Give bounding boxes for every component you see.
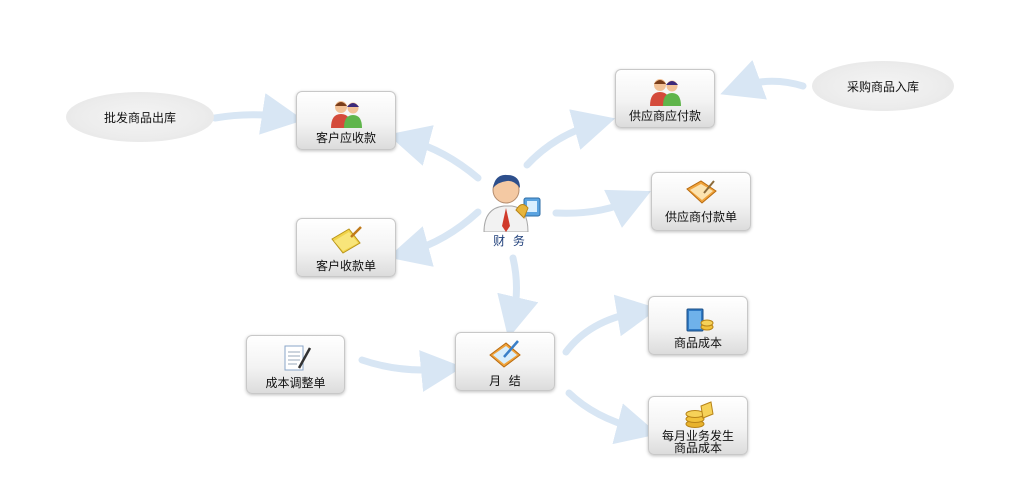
wholesale-out-node[interactable]: 批发商品出库: [66, 92, 214, 142]
goods-cost-label: 商品成本: [673, 336, 722, 350]
arrow-finance-to-payment: [552, 189, 652, 228]
monthly-cost-node[interactable]: 每月业务发生 商品成本: [648, 396, 748, 455]
arrow-finance-to-receipt: [387, 208, 482, 267]
arrow-wholesale-to-receivable: [211, 93, 304, 135]
document-pen-icon: [284, 345, 311, 371]
customers-icon: [331, 101, 362, 128]
supplier-payable-node[interactable]: 供应商应付款: [615, 69, 715, 128]
payment-book-icon: [686, 180, 717, 204]
customer-receipt-label: 客户收款单: [315, 259, 376, 273]
arrow-costadjust-to-monthend: [358, 350, 463, 392]
monthly-cost-label-line1: 每月业务发生: [661, 429, 734, 443]
cost-adjust-node[interactable]: 成本调整单: [246, 335, 345, 394]
cost-adjust-label: 成本调整单: [265, 376, 326, 390]
supplier-payable-label: 供应商应付款: [628, 109, 701, 123]
arrow-finance-to-payable: [523, 109, 616, 169]
supplier-payment-label: 供应商付款单: [664, 210, 737, 224]
purchase-in-label: 采购商品入库: [846, 79, 919, 94]
month-end-node[interactable]: 月 结: [455, 332, 555, 391]
customer-receivable-label: 客户应收款: [315, 131, 376, 145]
arrow-finance-to-receivable: [387, 125, 482, 182]
wholesale-out-label: 批发商品出库: [103, 110, 176, 125]
arrow-finance-to-monthend: [497, 254, 539, 339]
accountant-icon: [483, 174, 541, 232]
goods-cost-node[interactable]: 商品成本: [648, 296, 748, 355]
finance-label: 财 务: [493, 234, 527, 248]
ledger-coins-icon: [686, 308, 714, 332]
supplier-payment-node[interactable]: 供应商付款单: [651, 172, 751, 231]
notebook-pencil-icon: [489, 340, 521, 368]
finance-center-node[interactable]: 财 务: [470, 170, 550, 252]
arrow-purchase-to-payable: [720, 60, 807, 100]
arrow-monthend-to-goodscost: [562, 294, 659, 356]
customer-receivable-node[interactable]: 客户应收款: [296, 91, 396, 150]
suppliers-icon: [650, 79, 681, 106]
coin-stack-icon: [685, 401, 714, 428]
receipt-note-icon: [331, 226, 362, 254]
monthly-cost-label-line2: 商品成本: [673, 441, 722, 455]
purchase-in-node[interactable]: 采购商品入库: [812, 61, 954, 111]
month-end-label: 月 结: [489, 374, 521, 388]
arrow-monthend-to-monthlycost: [565, 389, 659, 445]
customer-receipt-node[interactable]: 客户收款单: [296, 218, 396, 277]
